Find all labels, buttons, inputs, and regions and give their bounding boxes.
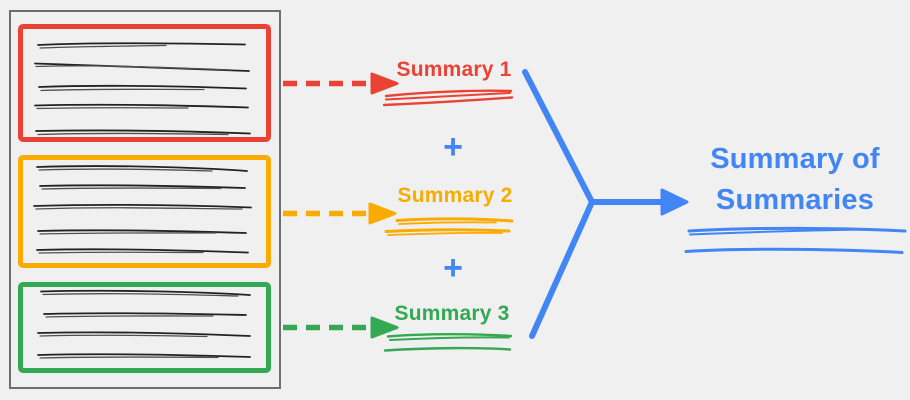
summary-of-summaries-line1: Summary of [710, 143, 880, 175]
chunk-2-text-scribbles [33, 165, 252, 254]
summary-1-label: Summary 1 [396, 58, 512, 81]
summary-1-scribbles [382, 89, 514, 107]
plus-sign-1: + [443, 128, 463, 166]
summary-2-scribbles [384, 217, 514, 236]
summary-2-label: Summary 2 [397, 184, 513, 207]
chunk-2-dashed-arrow [283, 202, 397, 225]
chunk-1-text-scribbles [34, 42, 251, 136]
summary-of-summaries-label: Summary of Summaries [683, 139, 907, 221]
chunk-2-box [18, 155, 271, 268]
source-document-box [9, 10, 281, 389]
chunk-3-dashed-arrow [283, 316, 399, 339]
chunk-1-box [18, 24, 271, 142]
chunk-3-text-scribbles [37, 289, 251, 359]
summary-3-label: Summary 3 [394, 302, 510, 325]
summary-3-scribbles [383, 332, 513, 352]
merge-connector-arrow [522, 69, 689, 339]
plus-sign-2: + [443, 249, 463, 287]
chunk-3-box [18, 282, 271, 373]
summary-of-summaries-line2: Summaries [715, 184, 875, 216]
final-summary-scribbles [684, 226, 907, 254]
chunk-1-dashed-arrow [283, 72, 399, 95]
